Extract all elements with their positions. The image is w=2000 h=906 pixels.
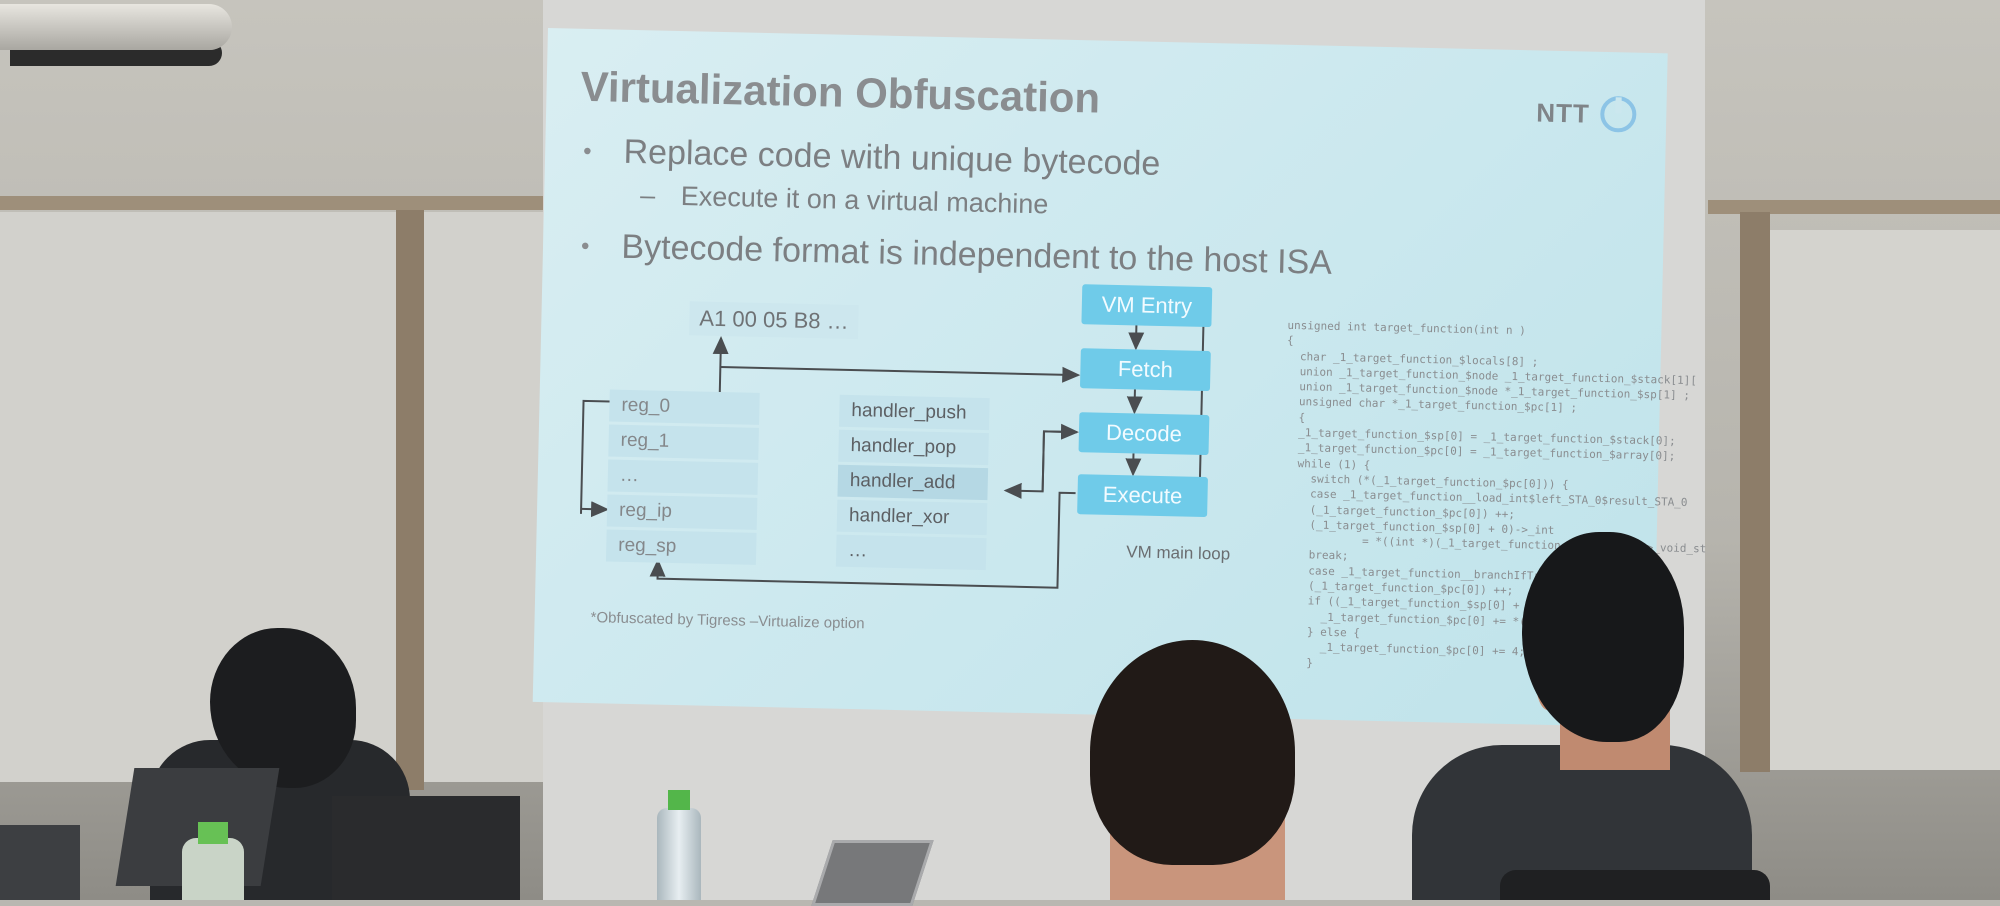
register-reg-1: reg_1 [608, 424, 759, 459]
office-chair [1500, 870, 1770, 900]
wall-post-left [396, 210, 424, 790]
laptop [332, 796, 520, 900]
audience-person-center-head [1090, 640, 1295, 865]
decode-node: Decode [1079, 412, 1210, 455]
fetch-node: Fetch [1080, 348, 1211, 391]
water-bottle [657, 808, 701, 900]
register-ellipsis: … [608, 459, 759, 494]
execute-node: Execute [1077, 474, 1208, 517]
wall-rail-left [0, 196, 545, 210]
handler-push: handler_push [839, 395, 990, 430]
entry-to-fetch-arrow [1136, 322, 1137, 348]
wall-post-right [1740, 212, 1770, 772]
handler-ellipsis: … [836, 535, 987, 570]
ceiling-projector [0, 4, 232, 50]
bottle-cap [668, 790, 690, 810]
handler-add: handler_add [837, 465, 988, 500]
bottle-cap [198, 822, 228, 844]
register-reg-0: reg_0 [609, 389, 760, 424]
handler-to-execute-arrow [1043, 431, 1077, 492]
vm-main-loop-label: VM main loop [1126, 542, 1230, 564]
execute-to-handler-arrow [1006, 431, 1077, 493]
handler-pop: handler_pop [838, 430, 989, 465]
vm-entry-node: VM Entry [1081, 284, 1212, 327]
presentation-slide: Virtualization Obfuscation NTT • Replace… [533, 28, 1668, 727]
fetch-to-decode-arrow [1134, 389, 1135, 412]
bytecode-sample: A1 00 05 B8 … [689, 301, 859, 339]
office-chair [0, 825, 80, 900]
handler-xor: handler_xor [837, 500, 988, 535]
register-reg-ip: reg_ip [607, 494, 758, 529]
water-bottle [182, 838, 244, 900]
whiteboard-right [1770, 230, 2000, 770]
bytecode-to-fetch-arrow [720, 367, 1078, 375]
ip-reg-arrow [581, 509, 607, 510]
tablet [811, 840, 933, 906]
register-reg-sp: reg_sp [606, 529, 757, 564]
